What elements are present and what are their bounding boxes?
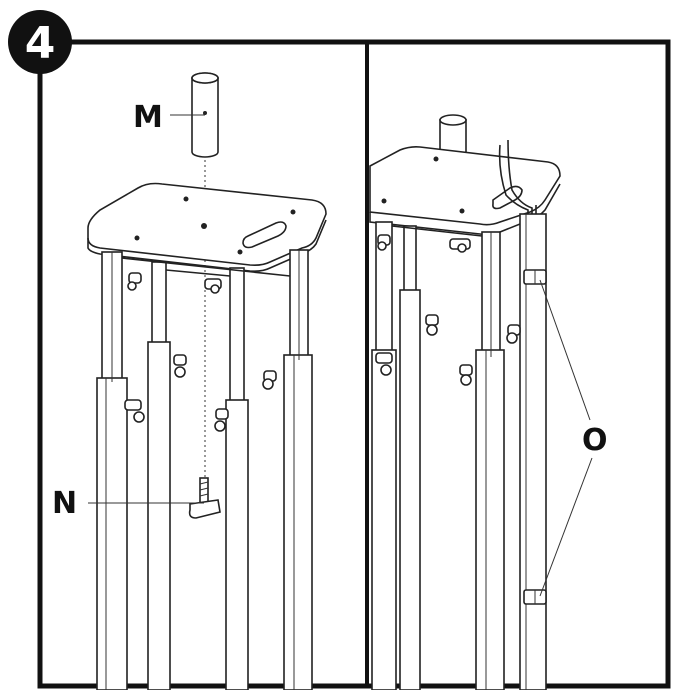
stand-legs-installed	[371, 213, 547, 690]
step-number: 4	[25, 18, 56, 69]
outer-frame	[37, 39, 671, 689]
callout-n-label: N	[52, 486, 77, 521]
cable-clip-icon	[523, 269, 547, 285]
stand-legs	[96, 249, 313, 690]
callout-o-leader-top	[539, 279, 591, 421]
pin-icon	[191, 72, 219, 158]
callout-m-label: M	[133, 100, 163, 135]
leg-knobs-installed	[375, 234, 521, 386]
t-bolt-icon	[188, 477, 221, 519]
leg-knobs	[124, 272, 277, 432]
step-number-badge: 4	[8, 10, 72, 74]
cable-clip-icon	[523, 589, 547, 605]
top-plate	[87, 182, 327, 272]
right-panel: O	[369, 114, 608, 690]
callout-o-label: O	[582, 423, 608, 458]
left-panel: M N	[52, 72, 327, 690]
callout-o-leader-bottom	[539, 457, 593, 597]
